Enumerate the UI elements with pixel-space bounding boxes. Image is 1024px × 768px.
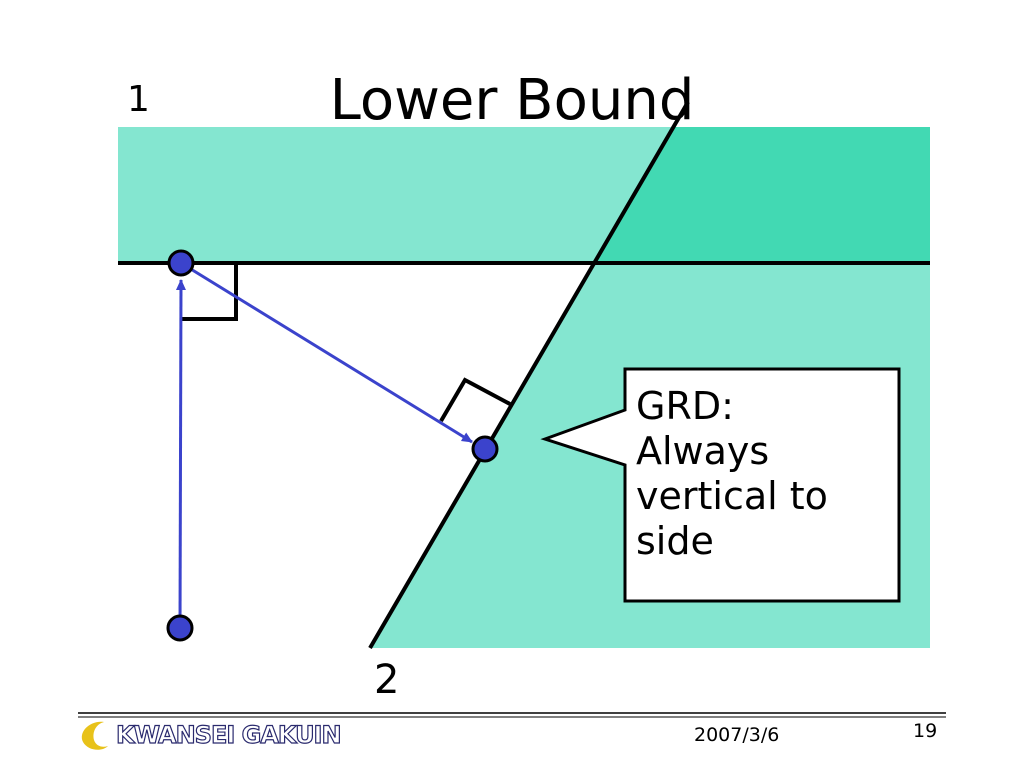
footer-date: 2007/3/6 — [694, 724, 780, 746]
point-start — [166, 614, 194, 642]
footer-page-number: 19 — [913, 720, 938, 742]
point-on-side-2 — [471, 435, 499, 463]
region-label-2: 2 — [374, 657, 400, 703]
callout-line-4: side — [636, 519, 714, 563]
right-angle-mark-2 — [439, 377, 511, 423]
arrow-to-side-1 — [175, 279, 186, 629]
arrow-to-side-2 — [180, 261, 473, 444]
slide-title: Lower Bound — [329, 68, 695, 133]
logo-text: KWANSEI GAKUIN — [115, 720, 342, 749]
callout-line-3: vertical to — [636, 474, 828, 518]
callout-line-1: GRD: — [636, 384, 734, 428]
region-label-1: 1 — [127, 79, 150, 120]
callout-text: GRD: Always vertical to side — [636, 384, 896, 564]
region-overlap — [594, 127, 930, 263]
side-2-line — [368, 100, 690, 650]
callout-line-2: Always — [636, 429, 770, 473]
right-angle-mark-1 — [180, 263, 238, 321]
point-on-side-1 — [167, 249, 195, 277]
footer-logo: KWANSEI GAKUIN — [78, 718, 342, 752]
crescent-moon-icon — [81, 721, 108, 750]
callout-box — [540, 367, 901, 603]
